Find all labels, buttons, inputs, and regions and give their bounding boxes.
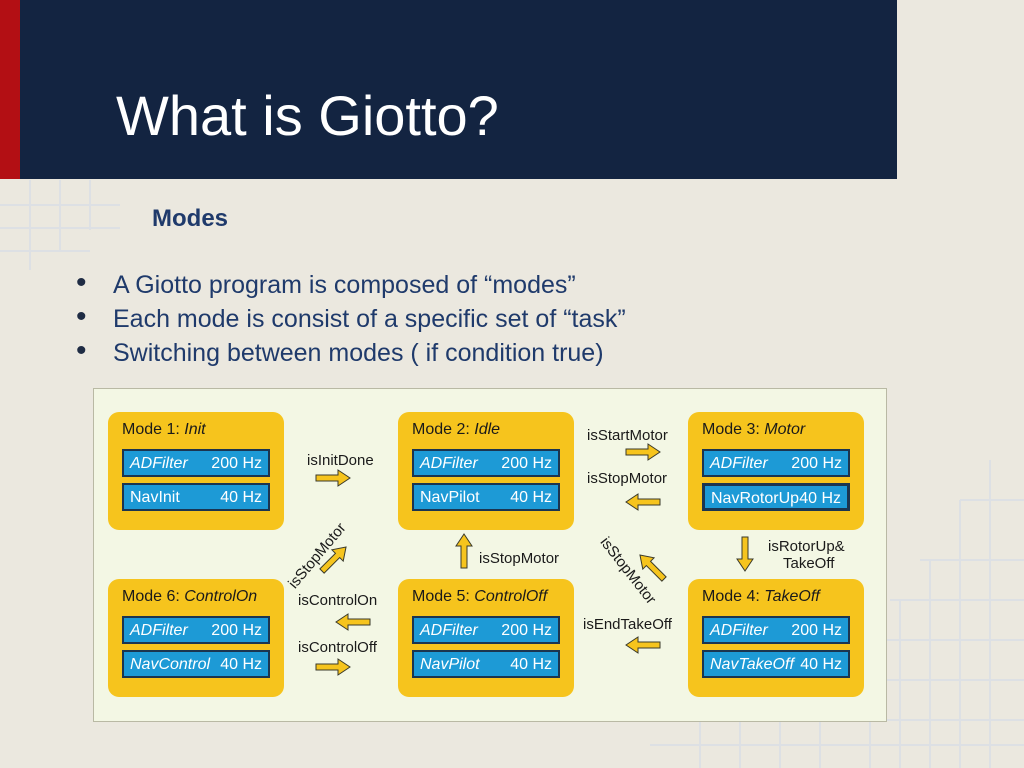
task-name: NavRotorUp	[711, 490, 800, 507]
arrow-idle-to-motor	[625, 443, 661, 461]
task-row: ADFilter 200 Hz	[122, 449, 270, 477]
arrow-motor-to-takeoff	[736, 536, 754, 572]
task-name: NavTakeOff	[710, 656, 794, 673]
arrow-controlon-to-controloff	[315, 658, 351, 676]
mode-title: Mode 1: Init	[122, 421, 206, 439]
mode-prefix: Mode 4:	[702, 588, 765, 605]
mode-prefix: Mode 5:	[412, 588, 475, 605]
task-frequency: 200 Hz	[791, 455, 842, 472]
slide-title: What is Giotto?	[116, 84, 499, 147]
mode-prefix: Mode 3:	[702, 421, 765, 438]
transition-label: isRotorUp&	[768, 538, 845, 555]
arrow-controloff-to-idle	[455, 533, 473, 569]
arrow-controloff-to-controlon	[335, 613, 371, 631]
task-frequency: 200 Hz	[501, 622, 552, 639]
mode-box-6: Mode 6: ControlOn ADFilter 200 Hz NavCont…	[108, 579, 284, 697]
mode-title: Mode 6: ControlOn	[122, 588, 257, 606]
task-row: ADFilter 200 Hz	[412, 616, 560, 644]
transition-label: isStopMotor	[587, 470, 668, 487]
mode-name: Motor	[764, 421, 806, 438]
mode-name: Init	[184, 421, 206, 438]
task-name: ADFilter	[420, 622, 478, 639]
mode-box-4: Mode 4: TakeOff ADFilter 200 Hz NavTakeOf…	[688, 579, 864, 697]
bullet-item: Switching between modes ( if condition t…	[76, 334, 626, 370]
task-frequency: 40 Hz	[220, 489, 262, 506]
task-frequency: 200 Hz	[791, 622, 842, 639]
transition-label: isEndTakeOff	[583, 616, 672, 633]
transition-label: isControlOff	[298, 639, 377, 656]
mode-prefix: Mode 1:	[122, 421, 185, 438]
title-banner: What is Giotto?	[20, 0, 897, 179]
task-row: NavTakeOff 40 Hz	[702, 650, 850, 678]
mode-prefix: Mode 2:	[412, 421, 475, 438]
task-row: ADFilter 200 Hz	[702, 616, 850, 644]
task-name: ADFilter	[420, 455, 478, 472]
bullet-item: Each mode is consist of a specific set o…	[76, 300, 626, 336]
mode-name: ControlOn	[184, 588, 258, 605]
task-frequency: 200 Hz	[211, 455, 262, 472]
task-frequency: 40 Hz	[510, 489, 552, 506]
mode-box-2: Mode 2: Idle ADFilter 200 Hz NavPilot 40 H…	[398, 412, 574, 530]
mode-title: Mode 4: TakeOff	[702, 588, 820, 606]
transition-label: isStopMotor	[479, 550, 560, 567]
mode-title: Mode 3: Motor	[702, 421, 805, 439]
mode-title: Mode 5: ControlOff	[412, 588, 547, 606]
task-frequency: 200 Hz	[211, 622, 262, 639]
mode-box-1: Mode 1: Init ADFilter 200 Hz NavInit 40 Hz	[108, 412, 284, 530]
mode-name: ControlOff	[474, 588, 548, 605]
task-row: NavControl 40 Hz	[122, 650, 270, 678]
mode-box-5: Mode 5: ControlOff ADFilter 200 Hz NavPil…	[398, 579, 574, 697]
accent-bar	[0, 0, 20, 179]
task-frequency: 40 Hz	[220, 656, 262, 673]
task-name: ADFilter	[130, 622, 188, 639]
task-row: ADFilter 200 Hz	[702, 449, 850, 477]
transition-label: isInitDone	[307, 452, 374, 469]
task-row: NavInit 40 Hz	[122, 483, 270, 511]
task-row: NavPilot 40 Hz	[412, 483, 560, 511]
bullet-list: A Giotto program is composed of “modes” …	[76, 266, 626, 370]
task-row: ADFilter 200 Hz	[412, 449, 560, 477]
task-row: NavPilot 40 Hz	[412, 650, 560, 678]
mode-prefix: Mode 6:	[122, 588, 185, 605]
task-name: NavInit	[130, 489, 180, 506]
arrow-motor-to-idle	[625, 493, 661, 511]
task-frequency: 40 Hz	[510, 656, 552, 673]
mode-title: Mode 2: Idle	[412, 421, 500, 439]
task-frequency: 40 Hz	[800, 656, 842, 673]
mode-name: TakeOff	[764, 588, 820, 605]
slide-subtitle: Modes	[152, 205, 229, 232]
giotto-mode-diagram: Mode 1: Init ADFilter 200 Hz NavInit 40 Hz…	[93, 388, 887, 722]
task-name: NavPilot	[420, 656, 480, 673]
task-frequency: 40 Hz	[799, 490, 841, 507]
mode-name: Idle	[474, 421, 501, 438]
bullet-item: A Giotto program is composed of “modes”	[76, 266, 626, 302]
transition-label: isControlOn	[298, 592, 378, 609]
arrow-init-to-idle	[315, 469, 351, 487]
transition-label: TakeOff	[783, 555, 835, 572]
task-name: ADFilter	[130, 455, 188, 472]
task-frequency: 200 Hz	[501, 455, 552, 472]
task-name: NavPilot	[420, 489, 480, 506]
transition-label: isStartMotor	[587, 427, 668, 444]
arrow-takeoff-to-controloff	[625, 636, 661, 654]
task-row: ADFilter 200 Hz	[122, 616, 270, 644]
task-name: ADFilter	[710, 622, 768, 639]
task-name: ADFilter	[710, 455, 768, 472]
task-name: NavControl	[130, 656, 211, 673]
